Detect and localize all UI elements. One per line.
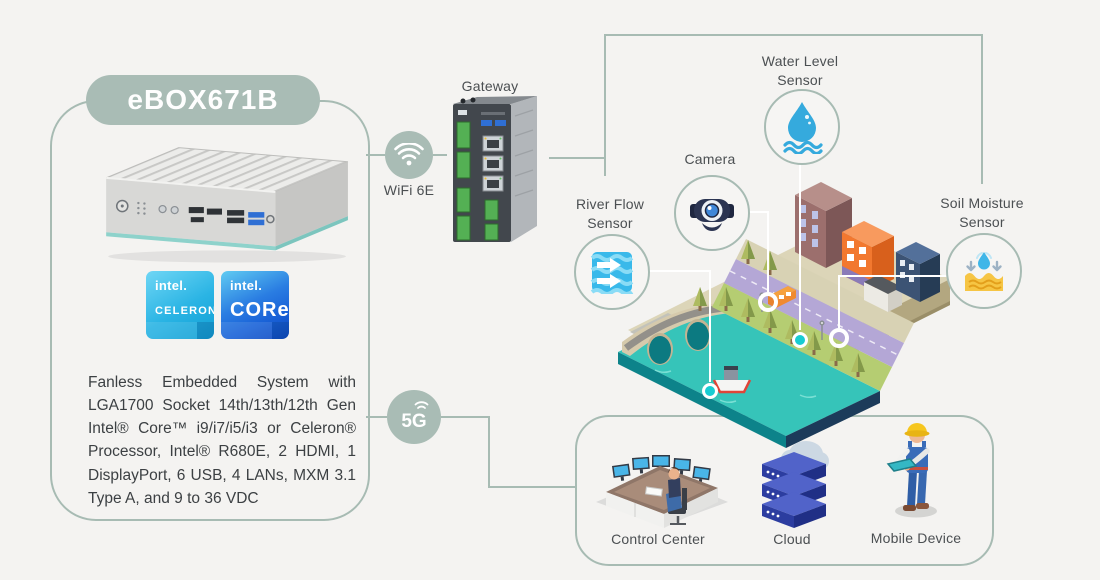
trees (693, 240, 865, 377)
tall-building (795, 182, 852, 268)
control-center-illustration (596, 455, 728, 528)
ebox-product-image (105, 147, 349, 263)
river-flow-arrows-icon (590, 252, 634, 294)
control-center-label: Control Center (611, 531, 705, 547)
core-name: CORe (230, 299, 289, 321)
front-ports (115, 199, 275, 226)
mobile-device-illustration (886, 423, 937, 518)
terminal-blocks (456, 121, 499, 241)
ethernet-ports (482, 135, 504, 192)
soil-moisture-sensor-label: Soil Moisture Sensor (940, 195, 1024, 230)
5g-label: 5G (401, 411, 426, 432)
intel-brand: intel. (155, 278, 188, 293)
navy-building (896, 242, 940, 302)
product-title-badge: eBOX671B (86, 75, 320, 125)
boat (712, 366, 752, 394)
operator (666, 466, 687, 525)
river-flow-sensor-label: River Flow Sensor (575, 196, 645, 231)
product-title: eBOX671B (127, 84, 279, 115)
water-level-sensor-node (764, 89, 840, 165)
5g-icon: 5G (401, 401, 429, 432)
mobile-device-label: Mobile Device (870, 530, 962, 546)
intel-core-badge: intel. CORe (221, 271, 289, 339)
intel-celeron-badge: intel. CELERON (146, 271, 214, 339)
gateway-device-image (453, 96, 537, 242)
wifi-icon (394, 143, 424, 166)
product-description: Fanless Embedded System with LGA1700 Soc… (88, 373, 356, 507)
celeron-name: CELERON (155, 305, 214, 317)
cpu-badges: intel. CELERON intel. CORe (146, 271, 289, 339)
cloud-label: Cloud (773, 531, 811, 547)
water-drop-waves-icon (783, 102, 823, 154)
soil-moisture-icon (965, 252, 1003, 291)
camera-node (674, 175, 750, 251)
webcam-icon (690, 199, 734, 231)
wifi-node (385, 131, 433, 179)
soil-moisture-sensor-node (946, 233, 1022, 309)
server-stack (762, 452, 826, 528)
shop-building (864, 275, 902, 312)
fiveg-node: 5G (387, 390, 441, 444)
gateway-label: Gateway (461, 78, 519, 94)
bus (768, 286, 796, 308)
orange-building (842, 221, 894, 290)
monitors (612, 455, 711, 484)
sensor-location-markers (702, 292, 849, 399)
camera-label: Camera (684, 151, 736, 167)
cloud-illustration (762, 441, 829, 528)
river-flow-sensor-node (574, 234, 650, 310)
wifi-label: WiFi 6E (383, 182, 435, 198)
street-lamps (759, 292, 825, 340)
water-level-sensor-label: Water Level Sensor (761, 53, 839, 88)
intel-brand: intel. (230, 278, 263, 293)
